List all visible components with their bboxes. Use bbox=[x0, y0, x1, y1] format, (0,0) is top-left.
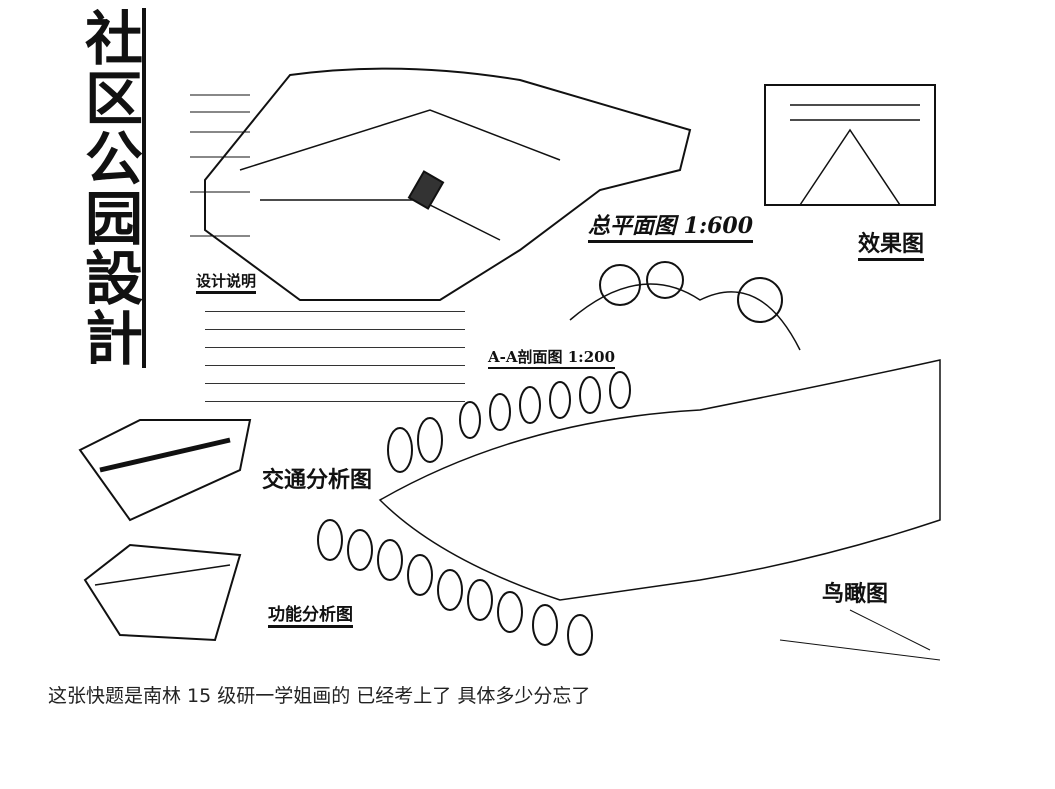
section-label: A-A剖面图 1:200 bbox=[488, 346, 616, 369]
tree-row bbox=[317, 371, 631, 656]
traffic-analysis-label: 交通分析图 bbox=[262, 467, 373, 493]
master-plan-outline bbox=[204, 67, 692, 301]
rendering-sketch bbox=[764, 84, 936, 206]
aerial-sketch bbox=[378, 359, 941, 601]
function-diagram bbox=[83, 543, 242, 642]
aerial-view-label: 鸟瞰图 bbox=[822, 581, 889, 607]
design-notes-label: 设计说明 bbox=[196, 270, 257, 294]
sheet-title: 社区公园設計 bbox=[62, 8, 146, 368]
traffic-diagram bbox=[78, 419, 252, 522]
post-caption: 这张快题是南林 15 级研一学姐画的 已经考上了 具体多少分忘了 bbox=[48, 685, 591, 707]
design-notes-lines bbox=[205, 296, 465, 404]
rendering-label: 效果图 bbox=[858, 226, 925, 261]
master-plan-label: 总平面图 1:600 bbox=[588, 208, 754, 243]
sketch-drawing bbox=[78, 67, 941, 661]
section-sketch bbox=[569, 283, 801, 351]
function-analysis-label: 功能分析图 bbox=[268, 600, 353, 628]
